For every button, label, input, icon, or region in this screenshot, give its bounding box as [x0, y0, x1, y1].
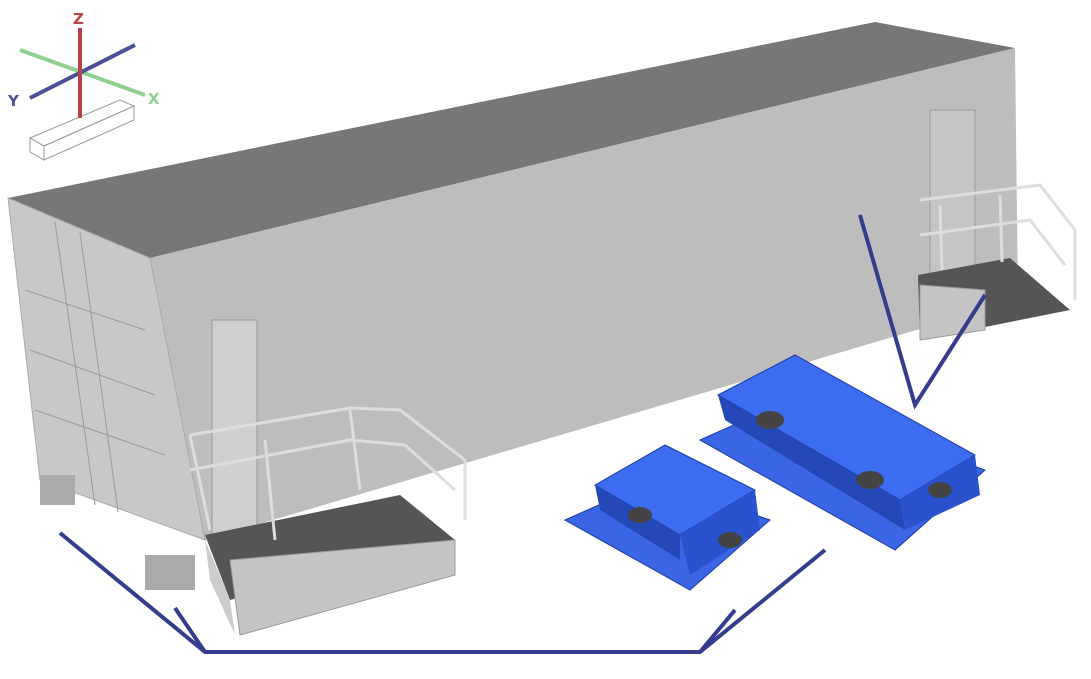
vibration-isolator-large	[698, 354, 986, 551]
callout-lines	[58, 214, 987, 654]
container-roof	[8, 22, 1015, 258]
y-axis-label: Y	[7, 92, 20, 110]
front-handrail	[188, 406, 467, 541]
vibration-isolator-small	[563, 444, 771, 591]
axis-triad: Z Y X	[7, 10, 160, 161]
rear-handrail	[919, 183, 1077, 300]
container-side-wall	[150, 48, 1018, 540]
callout-rear-foot	[858, 214, 987, 410]
corner-foot	[40, 475, 75, 505]
shipping-container	[7, 22, 1077, 636]
z-axis-label: Z	[73, 10, 84, 28]
callout-front-feet	[58, 531, 827, 654]
y-axis	[29, 43, 136, 100]
front-stair-base	[229, 539, 456, 636]
corner-foot	[145, 555, 195, 590]
x-axis-label: X	[148, 90, 160, 108]
